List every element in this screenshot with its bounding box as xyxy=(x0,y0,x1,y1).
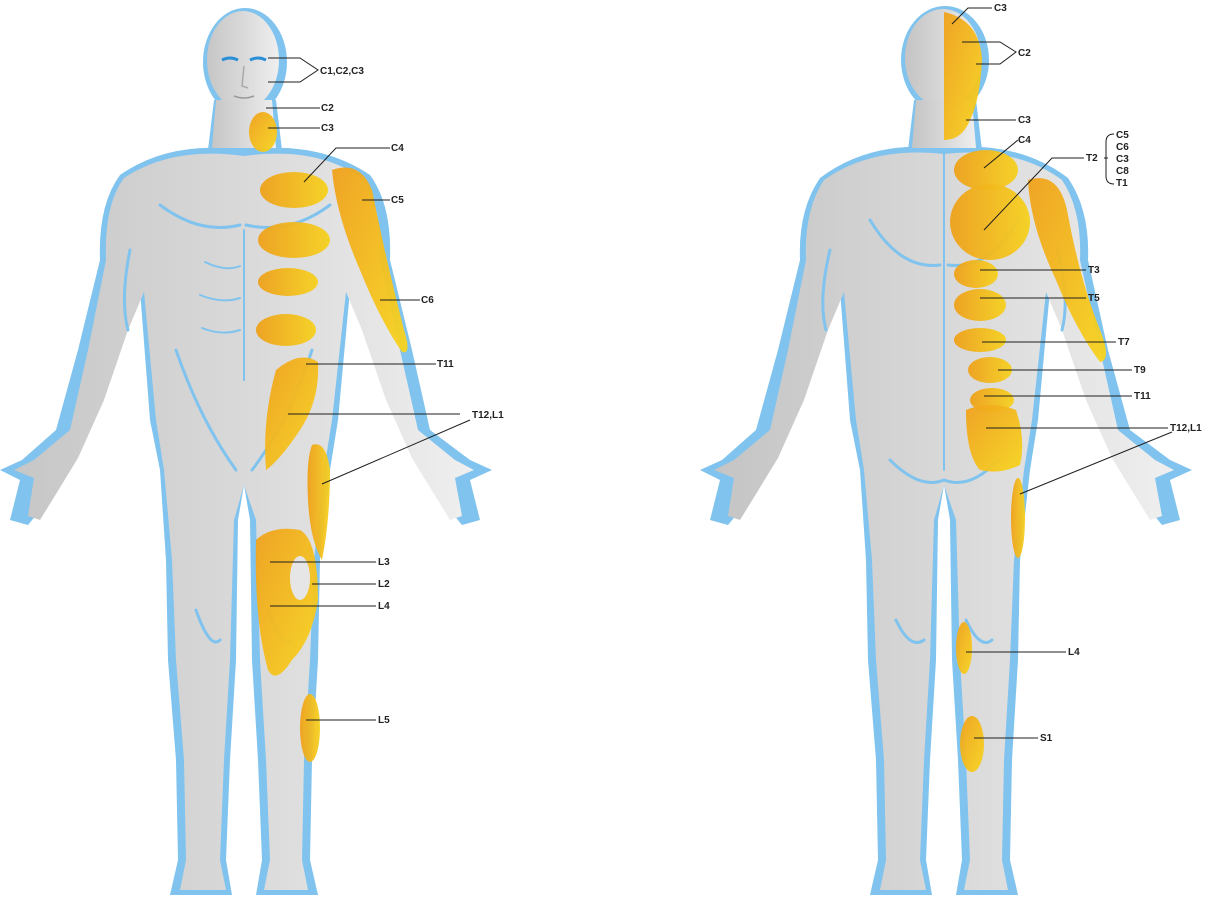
label-front-c3: C3 xyxy=(321,123,334,134)
label-front-c5: C5 xyxy=(391,195,404,206)
zone-t5-back xyxy=(954,289,1006,321)
label-front-c2: C2 xyxy=(321,103,334,114)
zone-c3-front xyxy=(249,112,277,152)
front-figure: C1,C2,C3 C2 C3 C4 C5 C6 T11 T12,L1 L3 L2… xyxy=(0,8,504,895)
zone-t2-back xyxy=(950,184,1030,260)
zone-c4-front xyxy=(260,172,328,208)
label-back-t2: T2 xyxy=(1086,153,1098,164)
label-front-c1c2c3: C1,C2,C3 xyxy=(320,66,364,77)
label-front-c6: C6 xyxy=(421,295,434,306)
label-back-s1: S1 xyxy=(1040,733,1053,744)
zone-l1-back xyxy=(1011,478,1025,558)
zone-s1-back xyxy=(960,716,984,772)
label-back-group-2: C6 xyxy=(1116,142,1129,153)
label-back-t5: T5 xyxy=(1088,293,1100,304)
zone-gap-front xyxy=(290,556,310,600)
label-front-c4: C4 xyxy=(391,143,404,154)
zone-t4-front xyxy=(258,268,318,296)
back-figure: C3 C2 C3 C4 T2 C5 C6 C3 C8 T1 T3 T5 T7 T… xyxy=(700,3,1202,895)
zone-t2-front xyxy=(258,222,330,258)
label-back-c2: C2 xyxy=(1018,48,1031,59)
label-front-t12l1: T12,L1 xyxy=(472,410,504,421)
label-front-l3: L3 xyxy=(378,557,390,568)
label-front-l2: L2 xyxy=(378,579,390,590)
label-back-group-1: C5 xyxy=(1116,130,1129,141)
zone-t8-front xyxy=(256,314,316,346)
label-back-group-5: T1 xyxy=(1116,178,1128,189)
label-back-group-4: C8 xyxy=(1116,166,1129,177)
zone-l4-back xyxy=(956,622,972,674)
zone-t12-back xyxy=(966,405,1022,472)
zone-t3-back xyxy=(954,260,998,288)
zone-t7-back xyxy=(954,328,1006,352)
label-back-l4: L4 xyxy=(1068,647,1080,658)
label-back-t9: T9 xyxy=(1134,365,1146,376)
front-body-skin xyxy=(14,11,474,890)
label-back-t7: T7 xyxy=(1118,337,1130,348)
label-back-c4: C4 xyxy=(1018,135,1031,146)
zone-c4-back xyxy=(954,150,1018,190)
zone-l5-front xyxy=(300,694,320,762)
label-front-t11: T11 xyxy=(437,359,454,370)
label-back-c3: C3 xyxy=(1018,115,1031,126)
label-back-t12l1: T12,L1 xyxy=(1170,423,1202,434)
label-front-l4: L4 xyxy=(378,601,390,612)
label-back-group-3: C3 xyxy=(1116,154,1129,165)
label-front-l5: L5 xyxy=(378,715,390,726)
label-back-t11: T11 xyxy=(1134,391,1151,402)
label-back-t3: T3 xyxy=(1088,265,1100,276)
label-back-c3-top: C3 xyxy=(994,3,1007,14)
